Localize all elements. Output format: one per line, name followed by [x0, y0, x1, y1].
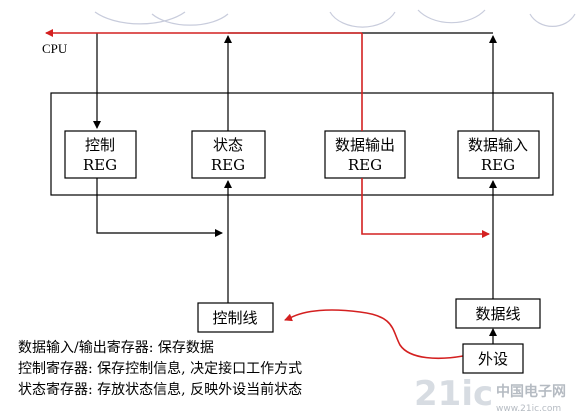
watermark-logo: 21ic 中国电子网 www.21ic.com: [414, 374, 566, 414]
watermark-prefix: 21ic: [414, 374, 493, 414]
data-out-reg-sublabel: REG: [348, 156, 382, 174]
watermark-text: 中国电子网: [496, 383, 566, 400]
red-data-path: [45, 29, 490, 360]
data-out-reg-box: [324, 130, 406, 179]
data-in-reg-sublabel: REG: [481, 156, 515, 174]
data-out-reg-label: 数据输出: [335, 136, 395, 154]
note-status-register: 状态寄存器: 存放状态信息, 反映外设当前状态: [18, 381, 302, 398]
watermark-domain: www.21ic.com: [496, 404, 561, 414]
control-line-label: 控制线: [212, 309, 257, 327]
black-bus-lines: [93, 32, 497, 344]
data-out-reg-to-data-line: [361, 178, 490, 238]
peripheral-to-control-line-curve: [284, 309, 464, 360]
peripheral-box: [462, 343, 524, 374]
control-reg-to-control-line: [96, 178, 223, 237]
control-reg-label: 控制: [85, 136, 115, 154]
status-reg-box: [191, 130, 266, 179]
data-line-box: [455, 298, 541, 329]
note-data-registers: 数据输入/输出寄存器: 保存数据: [18, 339, 214, 356]
interface-box: [50, 92, 554, 196]
cpu-label: CPU: [42, 41, 68, 56]
data-in-reg-box: [457, 130, 540, 179]
control-reg-box: [64, 130, 137, 179]
control-line-box: [197, 302, 274, 333]
status-reg-sublabel: REG: [211, 156, 245, 174]
decorative-arcs: [94, 9, 576, 28]
data-line-label: 数据线: [475, 305, 520, 323]
control-reg-sublabel: REG: [83, 156, 117, 174]
note-control-register: 控制寄存器: 保存控制信息, 决定接口工作方式: [18, 360, 302, 377]
data-in-reg-label: 数据输入: [468, 136, 528, 154]
status-reg-label: 状态: [213, 136, 243, 154]
peripheral-label: 外设: [478, 350, 508, 368]
